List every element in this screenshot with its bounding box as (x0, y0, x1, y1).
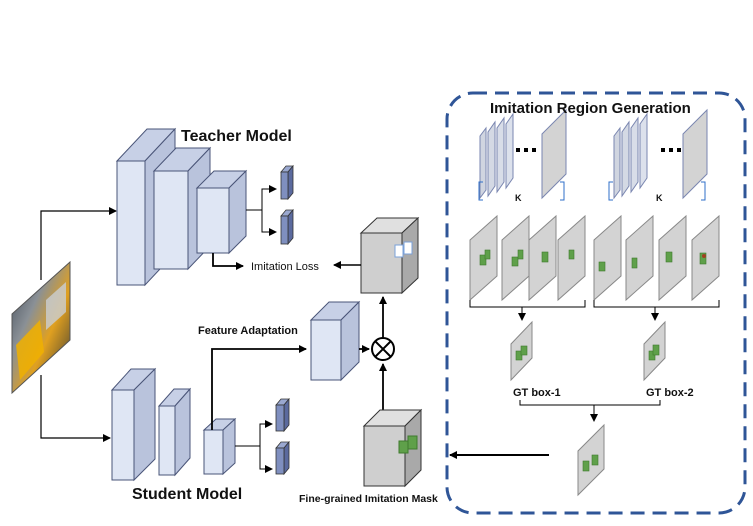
gt-box-1-label: GT box-1 (513, 387, 561, 399)
student-adapt-line (211, 345, 307, 430)
mask-cube (362, 408, 423, 488)
student-title: Student Model (132, 486, 242, 503)
anchor-map-highlights (479, 249, 707, 272)
region-stack-left-brace (478, 181, 565, 201)
region-stack-right (613, 108, 708, 200)
adaptation-cube (309, 300, 361, 382)
multiply-operator (371, 337, 395, 361)
input-branch-lines (40, 207, 117, 442)
imitation-cube (359, 216, 420, 295)
region-stack-right-dots (661, 148, 681, 152)
gt-box-2-map (643, 320, 666, 382)
anchor-maps (469, 214, 720, 302)
fine-grained-mask-label: Fine-grained Imitation Mask (299, 493, 438, 505)
teacher-blocks (115, 127, 248, 287)
gt-box-2-label: GT box-2 (646, 387, 694, 399)
gt-box-1-map (510, 320, 533, 382)
k-label-right: K (656, 193, 663, 203)
teacher-title: Teacher Model (181, 128, 292, 145)
k-label-left: K (515, 193, 522, 203)
anchor-point-marker (702, 254, 706, 258)
input-image (11, 260, 71, 395)
student-heads (235, 397, 290, 476)
region-stack-left-dots (516, 148, 536, 152)
student-blocks (110, 367, 237, 482)
teacher-heads (246, 164, 294, 246)
region-title: Imitation Region Generation (490, 100, 691, 117)
gt-merge-connector (519, 400, 661, 422)
region-stack-right-brace (608, 181, 706, 201)
region-stack-left (479, 108, 567, 200)
teacher-loss-line (212, 253, 244, 270)
region-border (445, 91, 747, 515)
merged-mask-map (577, 423, 605, 497)
feature-adaptation-label: Feature Adaptation (198, 325, 298, 337)
region-gt-connectors (469, 300, 720, 321)
imitation-loss-label: Imitation Loss (251, 261, 319, 273)
